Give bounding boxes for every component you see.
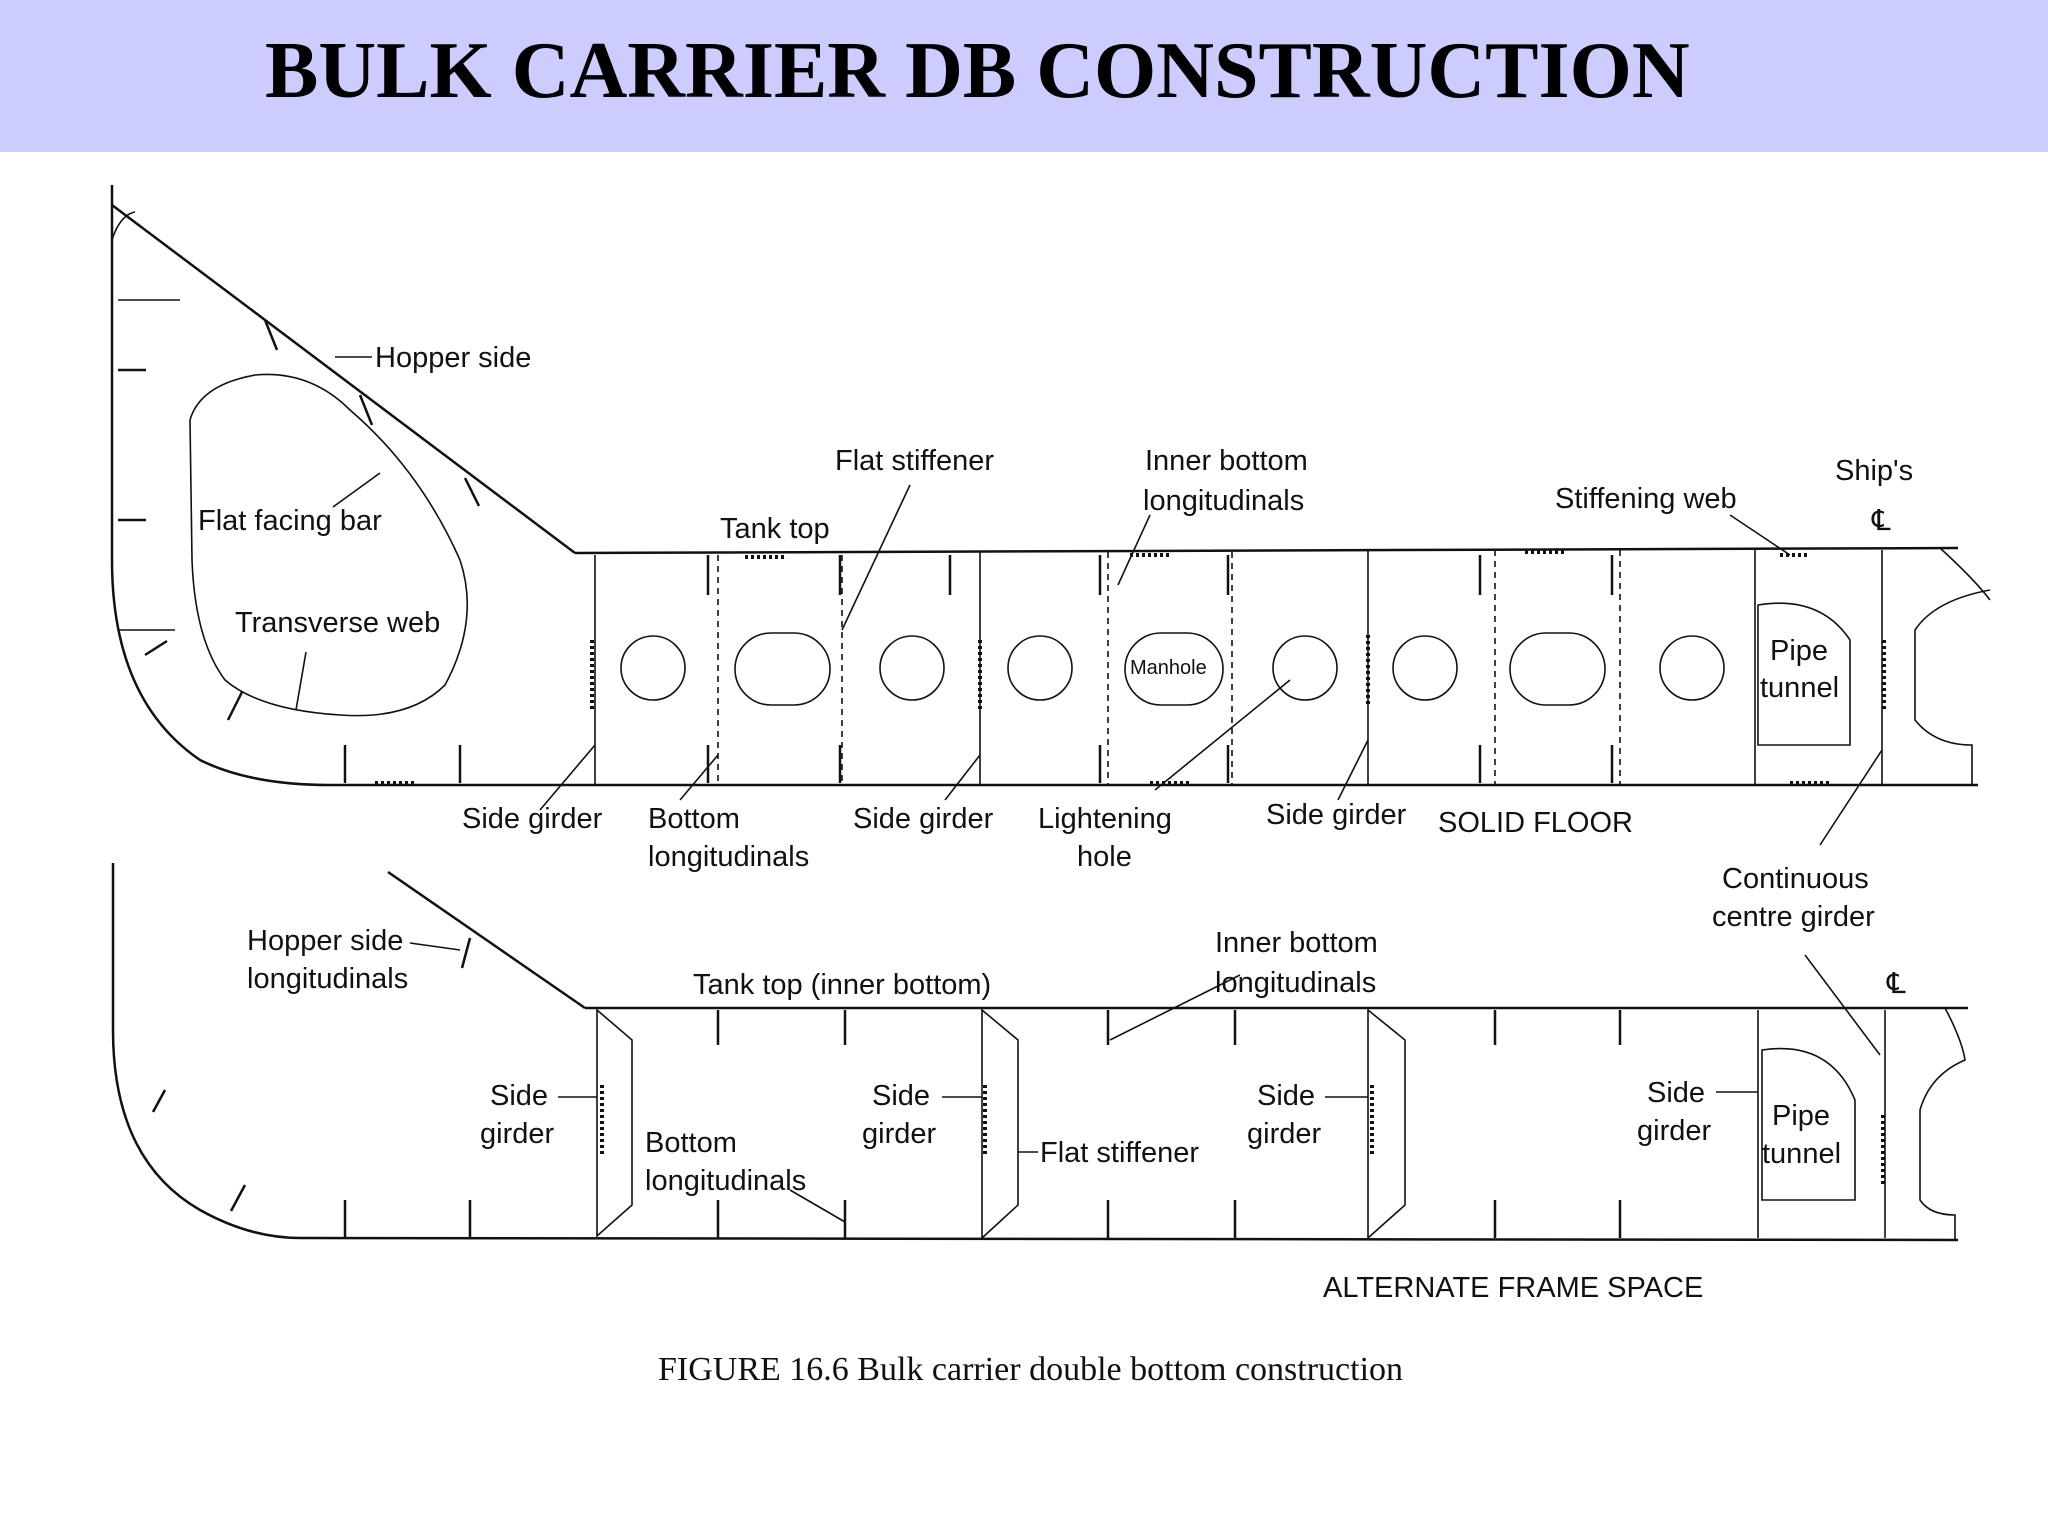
label-centreline-lower: ℄	[1886, 968, 1906, 1000]
upper-floor-verticals	[594, 550, 1883, 785]
label-stiffening-web: Stiffening web	[1555, 483, 1737, 515]
label-side-d: Side	[1647, 1077, 1705, 1109]
label-bottom-lower-2: longitudinals	[645, 1165, 806, 1197]
label-girder-d: girder	[1637, 1115, 1711, 1147]
lower-hopper-plate	[387, 870, 586, 1010]
label-inner-bottom-lower-1: Inner bottom	[1215, 927, 1378, 959]
manhole-opening	[1124, 632, 1224, 706]
label-side-girder-1: Side girder	[462, 803, 603, 835]
page-title: BULK CARRIER DB CONSTRUCTION	[265, 27, 1690, 115]
label-side-b: Side	[872, 1080, 930, 1112]
label-bottom-1: Bottom	[648, 803, 740, 835]
lower-longitudinals	[151, 937, 1622, 1238]
label-solid-floor: SOLID FLOOR	[1438, 807, 1633, 839]
lower-bilge-shell	[111, 863, 1959, 1242]
upper-pipe-tunnel	[1757, 602, 1851, 746]
label-pipe-1: Pipe	[1770, 635, 1828, 667]
lower-leaders	[409, 942, 1881, 1223]
label-manhole: Manhole	[1130, 657, 1207, 679]
label-tank-top-inner-bottom: Tank top (inner bottom)	[693, 969, 991, 1001]
label-girder-c: girder	[1247, 1118, 1321, 1150]
label-ships: Ship's	[1835, 455, 1913, 487]
upper-longitudinals	[706, 555, 1614, 783]
figure-caption: FIGURE 16.6 Bulk carrier double bottom c…	[658, 1351, 1403, 1388]
upper-tank-top	[574, 546, 1959, 555]
hopper-longitudinals	[118, 319, 481, 783]
label-flat-stiffener-lower: Flat stiffener	[1040, 1137, 1199, 1169]
label-pipe-2: Pipe	[1772, 1100, 1830, 1132]
label-hopper-side-long-2: longitudinals	[247, 963, 408, 995]
label-tunnel-2: tunnel	[1762, 1138, 1841, 1170]
label-bottom-lower-1: Bottom	[645, 1127, 737, 1159]
label-inner-bottom-1: Inner bottom	[1145, 445, 1308, 477]
label-side-girder-3: Side girder	[1266, 799, 1407, 831]
label-lightening-1: Lightening	[1038, 803, 1172, 835]
transverse-web-opening	[189, 373, 469, 717]
label-flat-stiffener: Flat stiffener	[835, 445, 994, 477]
label-side-a: Side	[490, 1080, 548, 1112]
lightening-holes	[620, 632, 1725, 706]
label-tunnel-1: tunnel	[1760, 672, 1839, 704]
label-girder-b: girder	[862, 1118, 936, 1150]
label-girder-a: girder	[480, 1118, 554, 1150]
label-alternate-frame-space: ALTERNATE FRAME SPACE	[1323, 1272, 1703, 1304]
alternate-frame-drawing	[111, 863, 1968, 1242]
label-flat-facing-bar: Flat facing bar	[198, 505, 382, 537]
title-bar: BULK CARRIER DB CONSTRUCTION	[0, 0, 2048, 152]
label-centreline-upper: ℄	[1871, 505, 1891, 537]
label-hopper-side: Hopper side	[375, 342, 531, 374]
solid-floor-drawing	[110, 185, 1991, 846]
upper-bilge-shell	[110, 185, 1978, 787]
label-hopper-side-long-1: Hopper side	[247, 925, 403, 957]
label-continuous-2: centre girder	[1712, 901, 1875, 933]
label-bottom-2: longitudinals	[648, 841, 809, 873]
upper-leaders	[295, 356, 1883, 846]
label-inner-bottom-2: longitudinals	[1143, 485, 1304, 517]
label-side-c: Side	[1257, 1080, 1315, 1112]
label-inner-bottom-lower-2: longitudinals	[1215, 967, 1376, 999]
label-lightening-2: hole	[1077, 841, 1132, 873]
label-side-girder-2: Side girder	[853, 803, 994, 835]
label-tank-top: Tank top	[720, 513, 830, 545]
label-transverse-web: Transverse web	[235, 607, 440, 639]
upper-hopper-plate	[111, 204, 576, 554]
label-continuous-1: Continuous	[1722, 863, 1869, 895]
